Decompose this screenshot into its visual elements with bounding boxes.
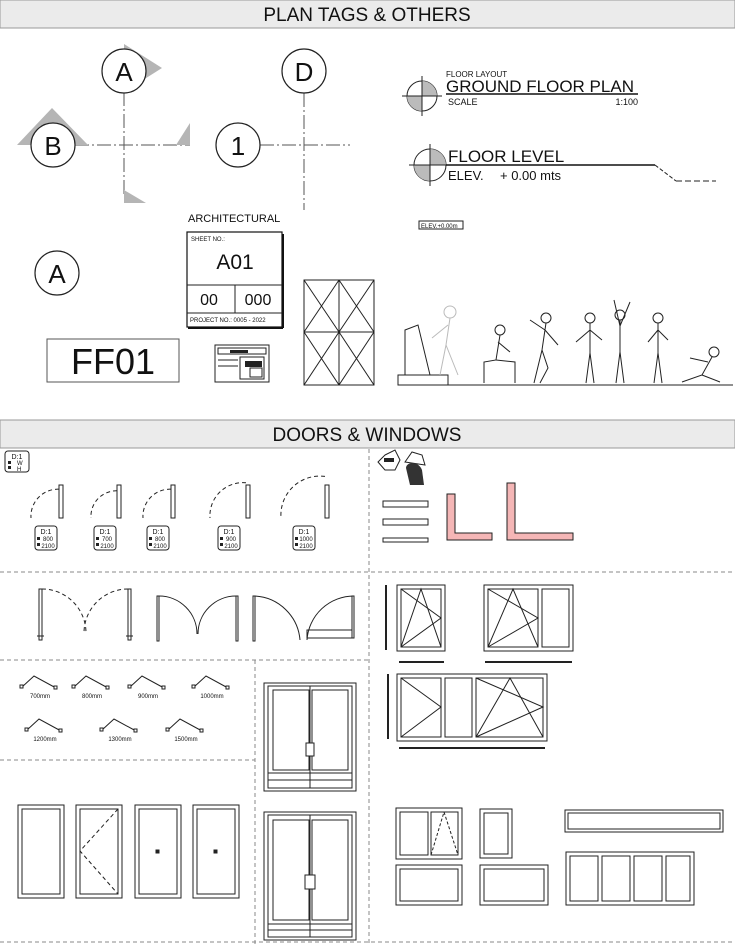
grid-tag-d-label: D <box>295 57 314 87</box>
grid-tags-group: A B D 1 <box>17 44 350 210</box>
floor-plan-title-tag[interactable]: FLOOR LAYOUT GROUND FLOOR PLAN SCALE 1:1… <box>402 70 638 116</box>
door-tag-height: 2100 <box>41 544 55 550</box>
door-swing-3[interactable]: 900mm <box>127 675 166 700</box>
rev-right: 000 <box>245 292 272 309</box>
door-swing-label: 1300mm <box>108 737 131 743</box>
plan-tags-title: PLAN TAGS & OTHERS <box>263 5 470 26</box>
grid-tag-a-label: A <box>115 57 133 87</box>
grid-bubble-b[interactable] <box>30 122 76 168</box>
standalone-tag-label: A <box>48 259 66 289</box>
title-block-icon[interactable] <box>214 344 270 383</box>
door-legend[interactable]: D:1 W H <box>4 450 30 473</box>
sheet-number-tag[interactable]: ARCHITECTURAL SHEET NO.: A01 00 000 PROJ… <box>186 213 284 329</box>
door-swing-6[interactable]: 1300mm <box>99 718 138 743</box>
mini-elev-tag[interactable]: ELEV.+0.00m <box>418 220 464 230</box>
door-tag-label: D:1 <box>224 529 235 536</box>
door-swing-4[interactable]: 1000mm <box>191 675 230 700</box>
visibility-icons[interactable] <box>377 449 426 485</box>
window-elevations[interactable] <box>385 584 724 906</box>
double-door-elevation-1[interactable] <box>263 682 357 792</box>
door-tag-label: D:1 <box>153 529 164 536</box>
sitting-floor-person-icon <box>708 346 720 358</box>
door-swing-7[interactable]: 1500mm <box>165 718 204 743</box>
door-swing-1[interactable]: 700mm <box>19 675 58 700</box>
seated-person-icon <box>494 324 506 336</box>
grid-bubble-a[interactable] <box>101 48 147 94</box>
door-swing-label: 900mm <box>138 694 158 700</box>
sheet-no-label: SHEET NO.: <box>191 237 225 243</box>
doors-windows-header: DOORS & WINDOWS <box>0 419 735 449</box>
level-symbol-icon <box>430 149 446 165</box>
single-door-elevations[interactable] <box>17 804 240 899</box>
door-swing-sizes: 700mm 800mm 900mm 1000mm 1200mm 1300mm 1500mm <box>19 675 230 743</box>
door-tag-height: 2100 <box>100 544 114 550</box>
double-door-swings[interactable] <box>37 588 355 642</box>
scale-value: 1:100 <box>615 97 638 107</box>
hand-cursor-icon <box>406 463 424 485</box>
door-tag-height: 2100 <box>153 544 167 550</box>
door-swing-5[interactable]: 1200mm <box>24 718 63 743</box>
door-tag-width: 700 <box>102 537 113 543</box>
ground-floor-plan-title: GROUND FLOOR PLAN <box>446 77 634 96</box>
door-tag-label: D:1 <box>299 529 310 536</box>
door-swing-label: 1000mm <box>200 694 223 700</box>
door-tag-width: 800 <box>155 537 166 543</box>
sheet-no-value: A01 <box>216 251 253 274</box>
door-swing-label: 1500mm <box>174 737 197 743</box>
door-legend-title: D:1 <box>12 454 23 461</box>
plan-tags-header: PLAN TAGS & OTHERS <box>0 0 735 29</box>
grid-bubble-d[interactable] <box>281 48 327 94</box>
project-no: PROJECT NO.: 0005 - 2022 <box>190 318 266 324</box>
door-swing-label: 1200mm <box>33 737 56 743</box>
wall-sections[interactable] <box>377 449 574 543</box>
room-tag-label: FF01 <box>71 341 155 382</box>
room-tag[interactable]: FF01 <box>46 338 180 383</box>
double-door-elevation-2[interactable] <box>263 811 357 941</box>
door-legend-w: W <box>17 461 23 467</box>
door-tag-height: 2100 <box>299 544 313 550</box>
walking-person-icon <box>540 312 552 324</box>
door-tag-width: 900 <box>226 537 237 543</box>
door-swing-2[interactable]: 800mm <box>71 675 110 700</box>
scale-label: SCALE <box>448 97 478 107</box>
layout-dividers <box>0 449 735 946</box>
rev-left: 00 <box>200 292 218 309</box>
door-swing-label: 800mm <box>82 694 102 700</box>
grid-bubble-1[interactable] <box>215 122 261 168</box>
door-tag-row: D:18002100D:17002100D:18002100D:19002100… <box>30 475 330 551</box>
door-tag-width: 1000 <box>299 537 313 543</box>
discipline-label: ARCHITECTURAL <box>188 213 280 225</box>
elev-value: + 0.00 mts <box>500 168 562 183</box>
target-symbol-icon <box>422 81 437 96</box>
elev-label: ELEV. <box>448 168 484 183</box>
standing-person-icon <box>584 312 596 324</box>
door-tag-label: D:1 <box>100 529 111 536</box>
floor-level-title: FLOOR LEVEL <box>448 147 564 166</box>
standing-person-2-icon <box>652 312 664 324</box>
floor-layout-label: FLOOR LAYOUT <box>446 70 507 79</box>
door-legend-h: H <box>17 467 21 473</box>
mini-elev-label: ELEV.+0.00m <box>421 224 458 230</box>
door-swing-label: 700mm <box>30 694 50 700</box>
door-tag-label: D:1 <box>41 529 52 536</box>
section-marker-bottom <box>124 190 146 203</box>
standalone-tag-a[interactable]: A <box>34 250 80 296</box>
floor-level-tag[interactable]: FLOOR LEVEL ELEV. + 0.00 mts <box>409 144 716 186</box>
grid-tag-b-label: B <box>44 131 61 161</box>
section-marker-right <box>176 123 190 145</box>
glazing-panel[interactable] <box>303 279 375 386</box>
door-tag-height: 2100 <box>224 544 238 550</box>
grid-tag-1-label: 1 <box>231 131 245 161</box>
doors-windows-title: DOORS & WINDOWS <box>273 425 462 446</box>
door-tag-width: 800 <box>43 537 54 543</box>
human-figures-strip[interactable] <box>397 299 733 386</box>
